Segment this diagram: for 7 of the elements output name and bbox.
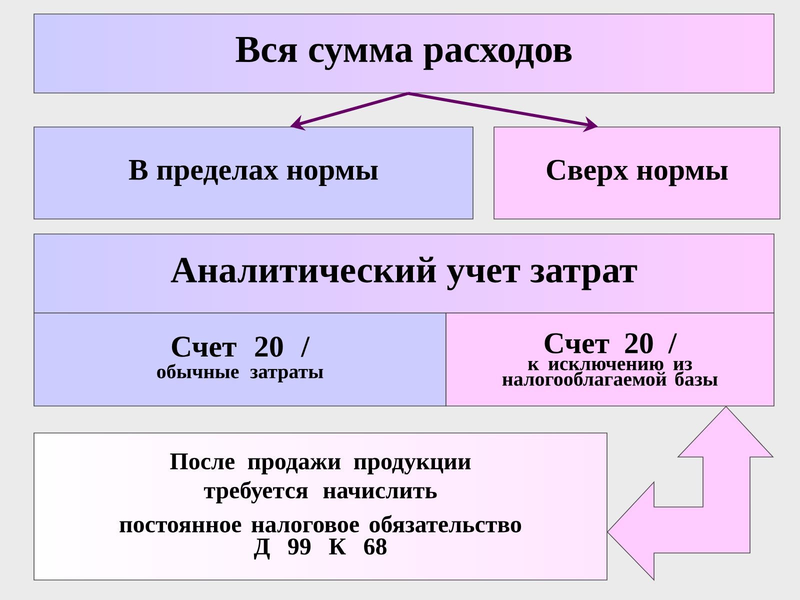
text-box: В пределах нормы — [34, 126, 474, 220]
text-box: Счет 20 / к исключению из налогооблагаемой базы — [446, 312, 774, 406]
text-box: Вся сумма расходов — [34, 14, 774, 94]
text-box: После продажи продукции требуется начислить постоянное налоговое обязательство Д 99 К 68 — [34, 432, 608, 580]
text-box: Аналитический учет затрат — [34, 234, 774, 314]
text-box: Счет 20 / обычные затраты — [34, 312, 446, 406]
text-box: Сверх нормы — [494, 126, 780, 220]
